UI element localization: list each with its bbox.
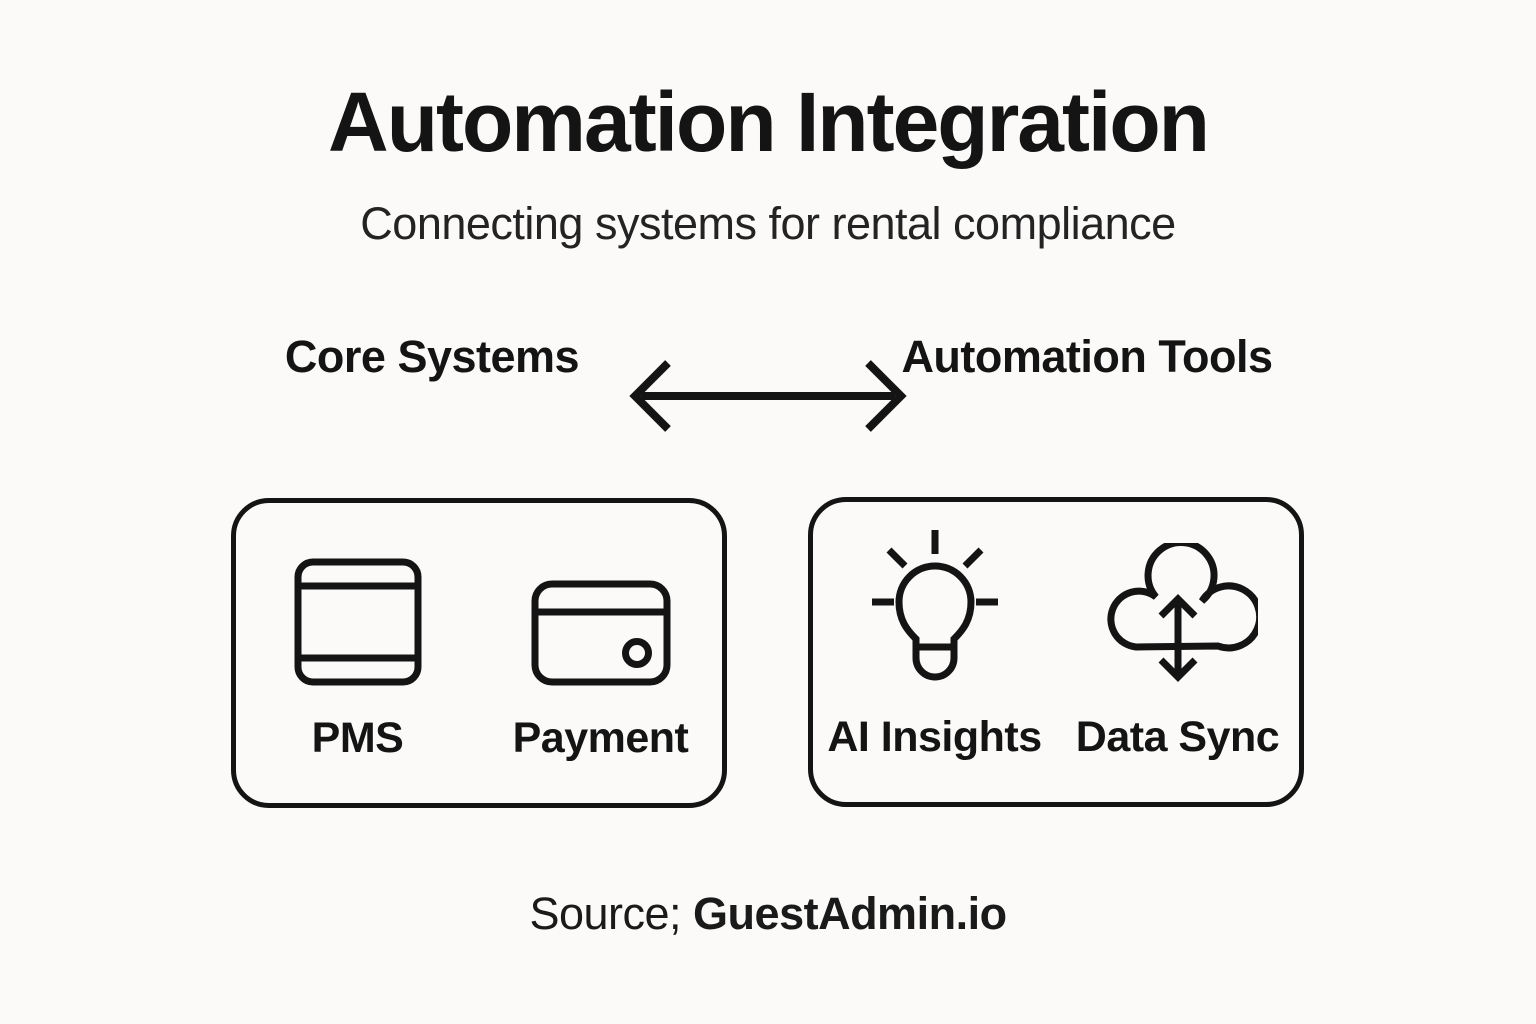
source-name: GuestAdmin.io [693,888,1007,939]
payment-item: Payment [479,503,722,803]
core-systems-panel: PMS Payment [231,498,727,808]
pms-label: PMS [311,714,404,762]
pms-icon-holder [294,503,422,686]
source-prefix: Source; [529,888,682,939]
pms-device-icon [294,558,421,686]
data-sync-item: Data Sync [1056,502,1299,802]
ai-insights-icon-holder [870,502,1000,685]
credit-card-icon [531,580,670,686]
cloud-sync-icon [1106,543,1258,682]
core-systems-heading: Core Systems [284,331,580,382]
payment-icon-holder [531,503,671,686]
ai-insights-label: AI Insights [827,713,1042,761]
data-sync-label: Data Sync [1075,713,1280,761]
source-line: Source; GuestAdmin.io [0,888,1536,940]
automation-tools-heading: Automation Tools [901,331,1273,382]
lightbulb-icon [871,530,998,681]
payment-label: Payment [512,714,689,762]
page-subtitle: Connecting systems for rental compliance [360,198,1176,249]
data-sync-icon-holder [1098,502,1258,685]
pms-item: PMS [236,503,479,803]
ai-insights-item: AI Insights [813,502,1056,802]
double-arrow-icon [629,360,907,432]
automation-tools-panel: AI Insights Data Sync [808,497,1304,807]
page-title: Automation Integration [328,75,1210,169]
